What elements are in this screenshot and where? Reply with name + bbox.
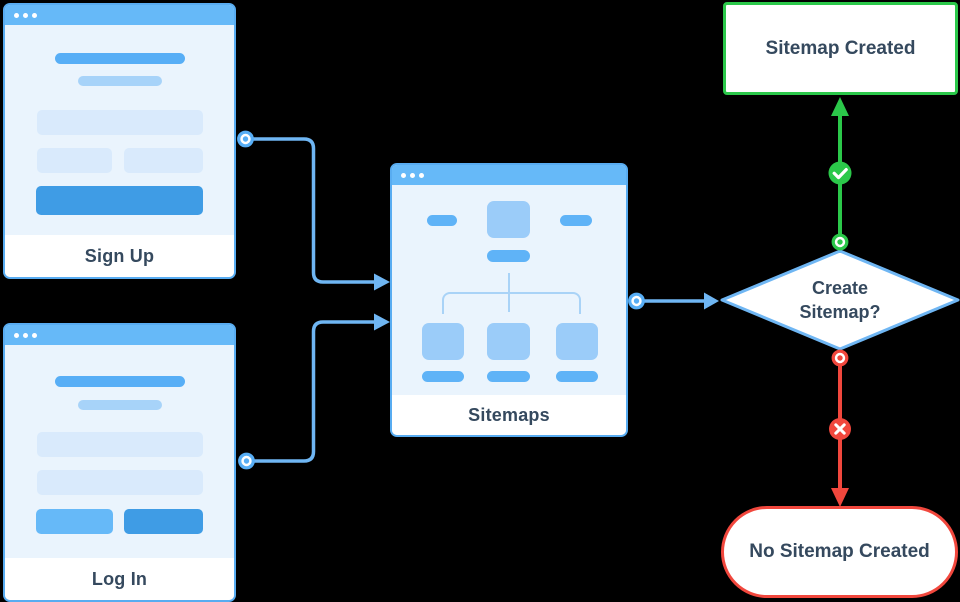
arrowhead-icon [704,292,719,310]
connector-handle-decision-no[interactable] [831,349,849,367]
arrowhead-icon [374,273,390,291]
window-dot-icon [14,332,19,338]
window-dot-icon [401,172,406,178]
window-dot-icon [32,12,37,18]
arrowhead-icon [831,488,849,507]
connector-handle-sitemaps[interactable] [628,292,645,310]
decision-label: Create Sitemap? [799,278,881,322]
node-signup-window[interactable]: Sign Up [3,3,236,279]
window-dot-icon [14,12,19,18]
tree-child-label-pill [556,371,598,382]
tree-child-page [487,323,530,360]
node-no-sitemap-created[interactable]: No Sitemap Created [721,506,958,598]
window-titlebar [5,5,234,25]
form-title-placeholder [54,376,185,387]
form-subtitle-placeholder [77,400,162,410]
node-label: Sign Up [5,235,234,277]
edge-signup-to-sitemaps [251,137,376,284]
form-subtitle-placeholder [77,76,162,86]
secondary-button-placeholder [36,509,113,534]
node-label: Sitemap Created [765,37,916,59]
tree-side-pill [427,215,457,226]
input-placeholder [123,148,203,173]
arrowhead-icon [831,97,849,116]
edge-login-to-sitemaps [252,320,376,463]
node-label: No Sitemap Created [749,541,930,562]
tree-branch-bracket [442,292,581,314]
node-label: Log In [5,558,234,600]
connector-handle-signup[interactable] [237,130,254,148]
decision-diamond[interactable] [720,249,960,351]
window-dot-icon [419,172,424,178]
x-icon [829,418,851,440]
submit-button-placeholder [36,186,203,215]
login-wireframe [5,345,234,558]
tree-child-label-pill [422,371,464,382]
window-dot-icon [23,12,28,18]
tree-root-label-pill [487,250,530,262]
primary-button-placeholder [124,509,203,534]
input-placeholder [36,110,203,135]
tree-side-pill [560,215,592,226]
tree-child-page [556,323,598,360]
tree-child-label-pill [487,371,530,382]
node-sitemaps-window[interactable]: Sitemaps [390,163,628,437]
node-sitemap-created[interactable]: Sitemap Created [723,2,958,95]
window-dot-icon [410,172,415,178]
sitemap-tree-wireframe [392,185,626,395]
signup-wireframe [5,25,234,235]
node-login-window[interactable]: Log In [3,323,236,602]
input-placeholder [36,148,112,173]
window-dot-icon [32,332,37,338]
window-dot-icon [23,332,28,338]
input-placeholder [36,432,203,457]
tree-child-page [422,323,464,360]
connector-handle-login[interactable] [238,452,255,470]
tree-root-page [487,201,530,238]
window-titlebar [392,165,626,185]
arrowhead-icon [374,313,390,331]
check-icon [828,161,852,185]
node-label: Sitemaps [392,395,626,435]
window-titlebar [5,325,234,345]
form-title-placeholder [54,53,185,64]
input-placeholder [36,470,203,495]
connector-handle-decision-yes[interactable] [831,233,849,251]
